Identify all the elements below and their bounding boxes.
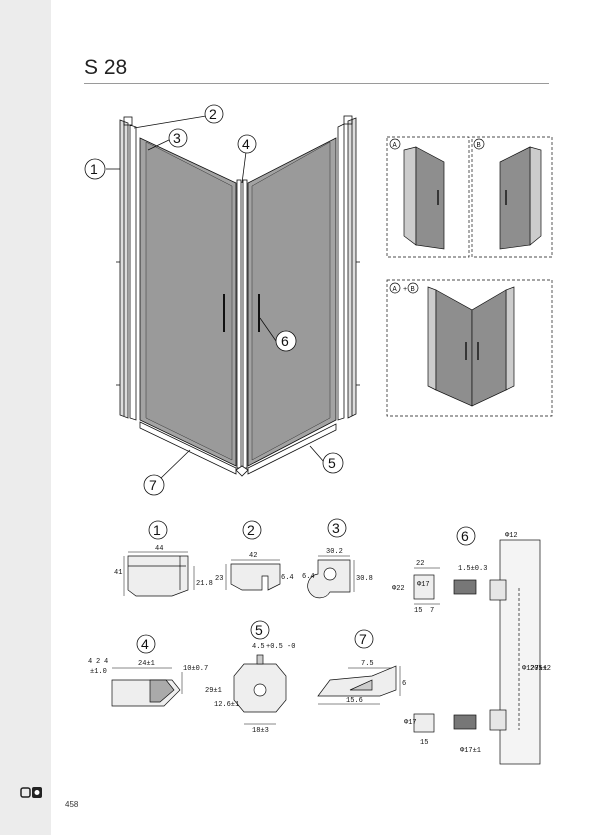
callouts — [84, 104, 344, 496]
profile-5-h1: 29±1 — [205, 687, 222, 695]
profile-7-height: 6 — [402, 680, 406, 688]
brand-logo-icon — [20, 787, 42, 798]
callout-7 — [143, 474, 165, 496]
profile-6-w1: 22 — [416, 560, 424, 568]
profile-7-circle — [354, 629, 374, 649]
profile-6-d-top: Φ12 — [505, 532, 518, 540]
profile-5-drawing — [233, 654, 287, 725]
profile-3-drawing — [307, 555, 355, 599]
profile-5-circle — [250, 620, 270, 640]
profile-4-drawing — [111, 667, 183, 707]
callout-4 — [237, 134, 257, 154]
profile-1-height: 41 — [114, 569, 122, 577]
profile-6-d1: Φ17 — [417, 581, 430, 589]
profile-2-height: 23 — [215, 575, 223, 583]
profile-4-tol: ±1.0 — [90, 668, 107, 676]
profile-6-gap: 1.5±0.3 — [458, 565, 487, 573]
view-ab-label-a: A — [393, 286, 398, 294]
view-a-label: A — [393, 142, 398, 150]
profile-4-width: 24±1 — [138, 660, 155, 668]
view-ab-label-plus: + — [403, 286, 407, 294]
profile-3-inner: 6.4 — [302, 573, 315, 581]
callout-label-1: 1 — [90, 161, 98, 177]
profile-6-drawing — [413, 539, 541, 765]
profile-3-circle — [327, 518, 347, 538]
page-title: S 28 — [84, 56, 128, 79]
profile-2-gap: 6.4 — [281, 574, 294, 582]
profile-6-s2: 7 — [430, 607, 434, 615]
profile-6-h1: Φ127±1 — [522, 665, 547, 673]
callout-label-3: 3 — [173, 130, 181, 146]
view-ab-label-b: B — [411, 286, 415, 294]
inset-view-b — [471, 136, 553, 258]
profile-4-circle — [136, 634, 156, 654]
callout-label-2: 2 — [209, 106, 217, 122]
profile-3-height: 30.8 — [356, 575, 373, 583]
profile-7-width: 15.6 — [346, 697, 363, 705]
profile-4-b: 2 — [96, 658, 100, 666]
page-number: 458 — [65, 800, 79, 809]
profile-2-number: 2 — [247, 522, 255, 538]
profile-4-c: 4 — [104, 658, 108, 666]
profile-6-d2: Φ22 — [392, 585, 405, 593]
callout-5 — [322, 452, 344, 474]
profile-5-top-tol: +0.5 -0 — [266, 643, 295, 651]
inset-view-a — [386, 136, 470, 258]
title-divider — [84, 83, 549, 84]
profile-6-d4: Φ17±1 — [460, 747, 481, 755]
callout-label-7: 7 — [149, 477, 157, 493]
profile-5-h2: 12.6±1 — [214, 701, 239, 709]
profile-5-width: 18±3 — [252, 727, 269, 735]
callout-1 — [84, 158, 106, 180]
profile-1-depth: 21.8 — [196, 580, 213, 588]
profile-4-a: 4 — [88, 658, 92, 666]
callout-label-5: 5 — [328, 455, 336, 471]
profile-2-width: 42 — [249, 552, 257, 560]
profile-6-s1: 15 — [414, 607, 422, 615]
callout-label-4: 4 — [242, 136, 250, 152]
profile-1-width: 44 — [155, 545, 163, 553]
inset-view-ab — [386, 279, 553, 417]
profile-6-circle — [456, 526, 476, 546]
profile-3-number: 3 — [332, 520, 340, 536]
left-margin-band — [0, 0, 51, 835]
profile-6-d3: Φ17 — [404, 719, 417, 727]
profile-5-number: 5 — [255, 622, 263, 638]
profile-6-h2: 205±2 — [530, 665, 551, 673]
profile-6-number: 6 — [461, 528, 469, 544]
profile-4-number: 4 — [141, 636, 149, 652]
callout-label-6: 6 — [281, 333, 289, 349]
profile-1-drawing — [123, 551, 195, 597]
profile-7-drawing — [317, 665, 401, 705]
profile-4-height: 10±0.7 — [183, 665, 208, 673]
view-b-label: B — [477, 142, 481, 150]
assembly-drawing — [106, 115, 360, 480]
profile-7-number: 7 — [359, 631, 367, 647]
profile-7-top: 7.5 — [361, 660, 374, 668]
profile-1-number: 1 — [153, 522, 161, 538]
profile-5-top: 4.5 — [252, 643, 265, 651]
profile-2-drawing — [225, 559, 281, 591]
profile-2-circle — [242, 520, 262, 540]
profile-3-width: 30.2 — [326, 548, 343, 556]
profile-1-circle — [148, 520, 168, 540]
profile-6-s3: 15 — [420, 739, 428, 747]
callout-6 — [275, 330, 297, 352]
callout-3 — [168, 128, 188, 148]
callout-2 — [204, 104, 224, 124]
